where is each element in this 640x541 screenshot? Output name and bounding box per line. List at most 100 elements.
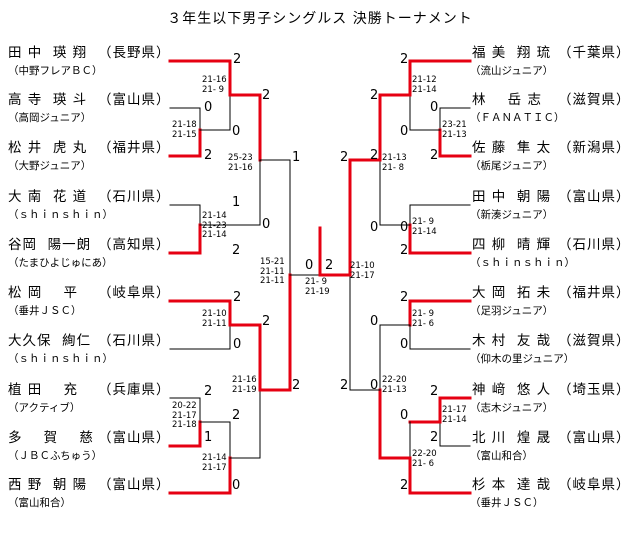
right-player-name: 杉 本 達 哉 bbox=[472, 477, 552, 493]
left-player-pref: （高知県） bbox=[98, 237, 171, 253]
left-player-pref: （石川県） bbox=[98, 333, 171, 349]
right-game-scores: 22-20 21- 6 bbox=[412, 449, 437, 469]
left-match-score: 0 bbox=[232, 478, 241, 493]
right-match-score: 0 bbox=[400, 337, 409, 352]
left-player-name: 谷岡 陽一朗 bbox=[8, 237, 92, 253]
right-player-pref: （富山県） bbox=[558, 430, 631, 446]
right-match-score: 2 bbox=[400, 243, 409, 258]
right-match-score: 2 bbox=[430, 148, 439, 163]
left-player-pref: （富山県） bbox=[98, 477, 171, 493]
right-game-scores: 21-17 21-14 bbox=[442, 405, 467, 425]
left-match-score: 2 bbox=[204, 148, 213, 163]
left-player-pref: （富山県） bbox=[98, 92, 171, 108]
right-player-pref: （石川県） bbox=[558, 237, 631, 253]
right-match-score: 2 bbox=[370, 88, 379, 103]
right-player-club: （ＦＡＮＡＴＩＣ） bbox=[470, 112, 565, 124]
left-player-club: （たまひよじゅにあ） bbox=[8, 257, 113, 269]
right-player-pref: （福井県） bbox=[558, 285, 631, 301]
right-game-scores: 21-13 21- 8 bbox=[382, 153, 407, 173]
left-player-pref: （兵庫県） bbox=[98, 382, 171, 398]
left-game-scores: 21-10 21-11 bbox=[202, 309, 227, 329]
right-player-club: （栃尾ジュニア） bbox=[470, 160, 554, 172]
right-game-scores: 21-12 21-14 bbox=[412, 75, 437, 95]
right-player-club: （流山ジュニア） bbox=[470, 65, 554, 77]
right-player-name: 木 村 友 哉 bbox=[472, 333, 552, 349]
left-player-club: （ＪＢＣふちゅう） bbox=[8, 450, 103, 462]
left-game-scores: 15-21 21-11 21-11 bbox=[260, 257, 285, 286]
left-match-score: 2 bbox=[292, 378, 301, 393]
left-match-score: 0 bbox=[204, 100, 213, 115]
left-match-score: 2 bbox=[204, 384, 213, 399]
left-match-score: 2 bbox=[262, 314, 271, 329]
left-game-scores: 25-23 21-16 bbox=[228, 153, 253, 173]
final-score-right: 2 bbox=[325, 258, 334, 273]
left-match-score: 0 bbox=[262, 217, 271, 232]
left-player-club: （高岡ジュニア） bbox=[8, 112, 92, 124]
right-match-score: 0 bbox=[400, 408, 409, 423]
right-match-score: 2 bbox=[400, 478, 409, 493]
right-player-pref: （岐阜県） bbox=[558, 477, 631, 493]
right-match-score: 2 bbox=[430, 430, 439, 445]
page-title: ３年生以下男子シングルス 決勝トーナメント bbox=[167, 11, 473, 27]
left-player-club: （ｓｈｉｎｓｈｉｎ） bbox=[8, 353, 113, 365]
right-player-pref: （新潟県） bbox=[558, 140, 631, 156]
left-player-club: （中野フレアＢＣ） bbox=[8, 65, 103, 77]
right-match-score: 0 bbox=[370, 378, 379, 393]
right-player-club: （ｓｈｉｎｓｈｉｎ） bbox=[470, 257, 575, 269]
left-game-scores: 21-16 21-19 bbox=[232, 375, 257, 395]
right-player-name: 大 岡 拓 未 bbox=[472, 285, 552, 301]
right-game-scores: 21-10 21-17 bbox=[350, 261, 375, 281]
final-score-left: 0 bbox=[305, 258, 314, 273]
left-game-scores: 21-14 21-23 21-14 bbox=[202, 211, 227, 240]
right-game-scores: 21- 9 21-14 bbox=[412, 217, 437, 237]
left-player-name: 松 井 虎 丸 bbox=[8, 140, 88, 156]
right-match-score: 0 bbox=[400, 220, 409, 235]
left-player-club: （富山和合） bbox=[8, 497, 71, 509]
right-player-pref: （滋賀県） bbox=[558, 333, 631, 349]
left-player-club: （大野ジュニア） bbox=[8, 160, 92, 172]
left-player-name: 大 南 花 道 bbox=[8, 189, 88, 205]
left-player-pref: （石川県） bbox=[98, 189, 171, 205]
left-game-scores: 20-22 21-17 21-18 bbox=[172, 401, 197, 430]
left-game-scores: 21-16 21- 9 bbox=[202, 75, 227, 95]
left-match-score: 1 bbox=[232, 195, 241, 210]
left-player-name: 田 中 瑛 翔 bbox=[8, 45, 88, 61]
right-match-score: 0 bbox=[400, 124, 409, 139]
right-game-scores: 22-20 21-13 bbox=[382, 375, 407, 395]
right-player-name: 北 川 煌 晟 bbox=[472, 430, 552, 446]
right-player-name: 林 岳 志 bbox=[472, 92, 542, 108]
final-game-scores: 21- 9 21-19 bbox=[305, 277, 330, 297]
right-player-name: 佐 藤 隼 太 bbox=[472, 140, 552, 156]
right-game-scores: 23-21 21-13 bbox=[442, 120, 467, 140]
left-player-club: （ｓｈｉｎｓｈｉｎ） bbox=[8, 209, 113, 221]
right-player-pref: （埼玉県） bbox=[558, 382, 631, 398]
left-player-name: 多 賀 慈 bbox=[8, 430, 94, 446]
right-player-pref: （滋賀県） bbox=[558, 92, 631, 108]
left-match-score: 2 bbox=[232, 243, 241, 258]
right-match-score: 2 bbox=[340, 378, 349, 393]
right-player-name: 田 中 朝 陽 bbox=[472, 189, 552, 205]
right-match-score: 0 bbox=[430, 100, 439, 115]
right-player-club: （足羽ジュニア） bbox=[470, 305, 554, 317]
right-match-score: 2 bbox=[340, 150, 349, 165]
right-player-club: （垂井ＪＳＣ） bbox=[470, 497, 544, 509]
right-player-club: （富山和合） bbox=[470, 450, 533, 462]
left-player-club: （アクティブ） bbox=[8, 402, 81, 414]
right-player-club: （志木ジュニア） bbox=[470, 402, 554, 414]
right-player-pref: （富山県） bbox=[558, 189, 631, 205]
left-player-pref: （福井県） bbox=[98, 140, 171, 156]
right-match-score: 2 bbox=[400, 52, 409, 67]
left-game-scores: 21-18 21-15 bbox=[172, 120, 197, 140]
left-player-name: 高 寺 瑛 斗 bbox=[8, 92, 88, 108]
left-match-score: 2 bbox=[262, 88, 271, 103]
left-match-score: 0 bbox=[233, 337, 242, 352]
right-match-score: 2 bbox=[370, 148, 379, 163]
left-match-score: 2 bbox=[232, 408, 241, 423]
right-match-score: 0 bbox=[370, 314, 379, 329]
right-player-club: （新湊ジュニア） bbox=[470, 209, 554, 221]
left-player-pref: （長野県） bbox=[98, 45, 171, 61]
left-player-pref: （富山県） bbox=[98, 430, 171, 446]
left-player-name: 松 岡 平 bbox=[8, 285, 78, 301]
left-player-name: 大久保 絢仁 bbox=[8, 333, 92, 349]
